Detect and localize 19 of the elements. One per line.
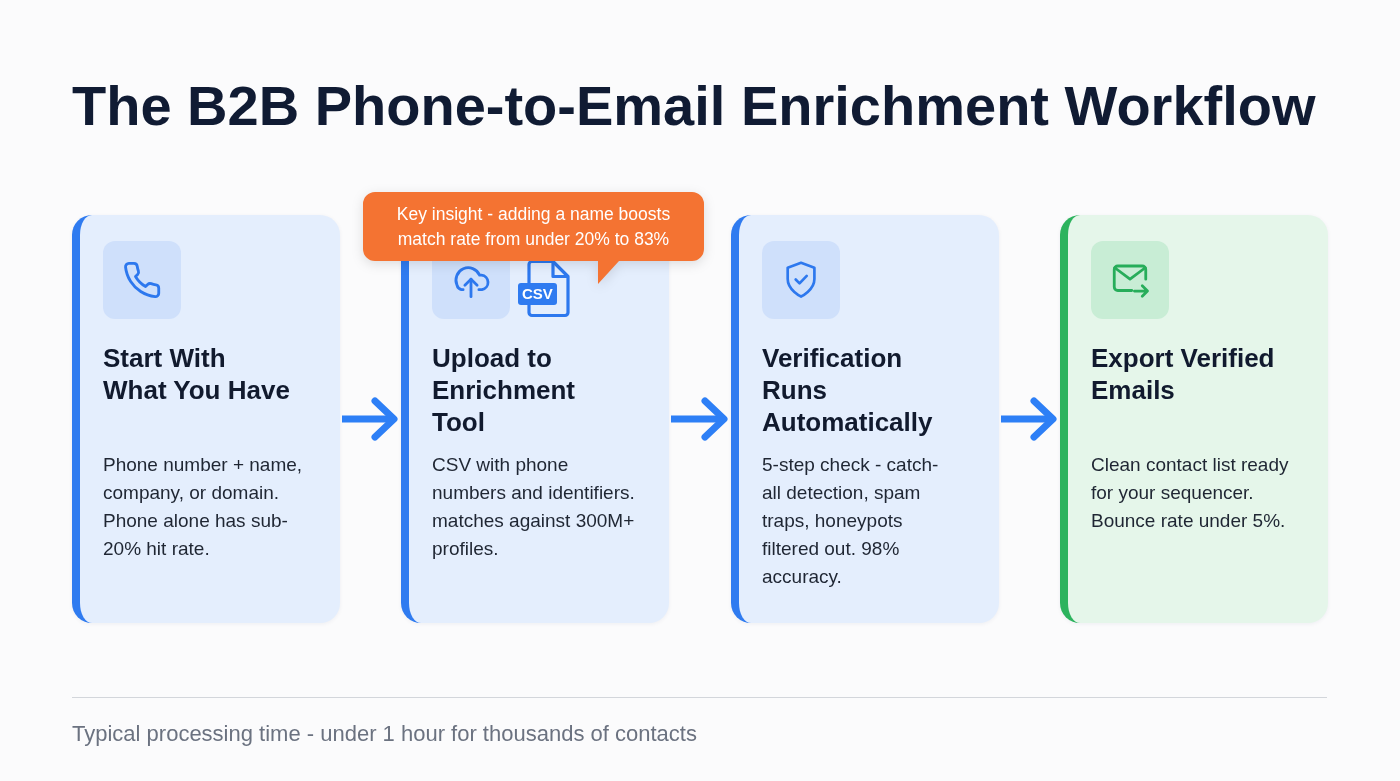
callout-text: Key insight - adding a name boosts match rate from under 20% to 83%: [395, 203, 672, 251]
step-description: Phone number + name, company, or domain. Phone alone has sub-20% hit rate.: [103, 453, 304, 561]
step-title: Verification Runs Automatically: [762, 342, 934, 438]
step-title: Upload to Enrichment Tool: [432, 342, 577, 438]
arrow: [671, 397, 728, 441]
arrow: [342, 397, 398, 441]
step-title: Start With What You Have: [103, 342, 291, 406]
step-card: [72, 215, 340, 623]
step-card: [731, 215, 999, 623]
footnote: Typical processing time - under 1 hour for thousands of contacts: [72, 721, 697, 747]
step-description: Clean contact list ready for your sequencer. Bounce rate under 5%.: [1091, 453, 1290, 533]
callout-tooltip: [363, 192, 704, 284]
step-description: CSV with phone numbers and identifiers. matches against 300M+ profiles.: [432, 453, 636, 561]
title: The B2B Phone-to-Email Enrichment Workflow: [72, 73, 1316, 139]
step-description: 5-step check - catch-all detection, spam traps, honeypots filtered out. 98% accuracy.: [762, 453, 940, 589]
arrow: [1001, 397, 1057, 441]
step-card: [1060, 215, 1328, 623]
file-type-tag: CSV: [518, 283, 557, 305]
step-title: Export Verified Emails: [1091, 342, 1276, 406]
